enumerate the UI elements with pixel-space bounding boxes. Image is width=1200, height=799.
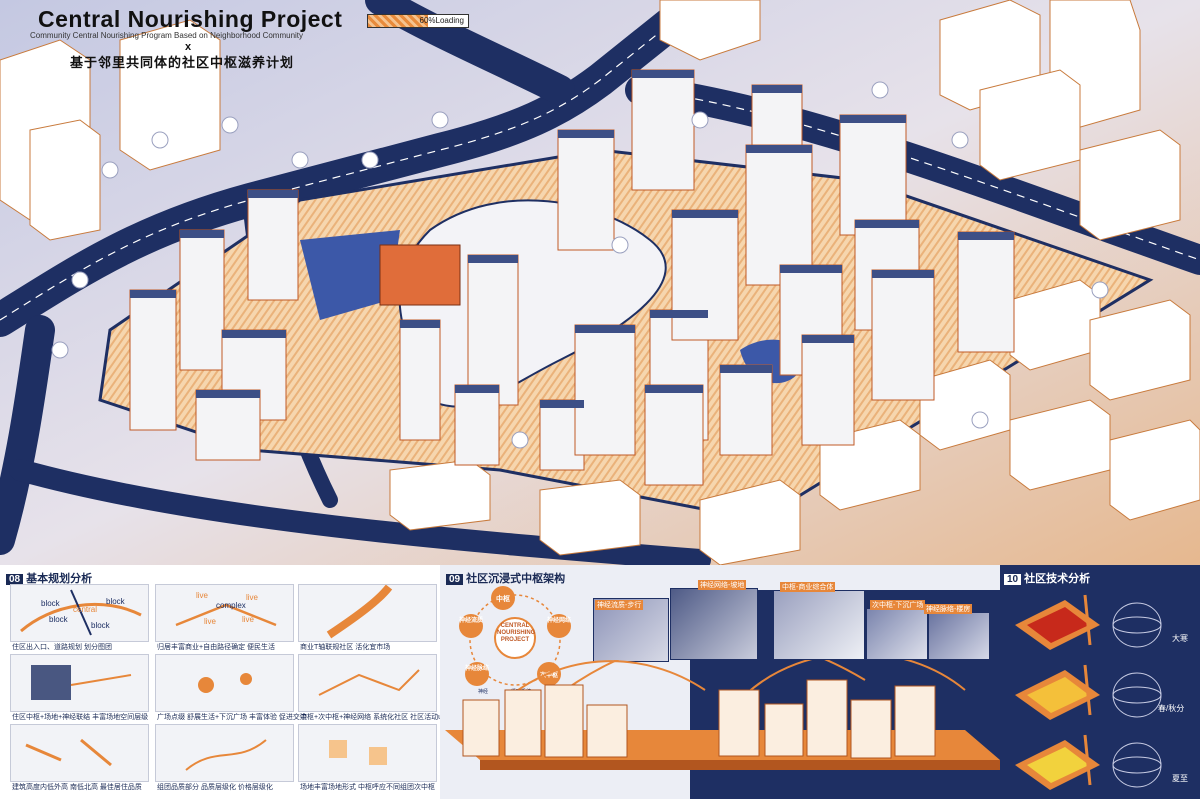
grid-cell-7 — [10, 724, 149, 782]
node-right: 神经网络 — [547, 618, 572, 624]
section-09-heading: 社区沉浸式中枢架构 — [466, 573, 566, 585]
grid-cell-9 — [298, 724, 437, 782]
grid-cell-4 — [10, 654, 149, 712]
commercial-podium — [379, 244, 461, 306]
concept-diagram — [459, 586, 571, 686]
photo-label-4: 次中枢-下沉广场 — [870, 600, 926, 610]
section-10-heading: 社区技术分析 — [1024, 573, 1091, 585]
photo-label-3: 中枢-商业综合体 — [780, 582, 836, 592]
caption-3: 商业T轴联规社区 活化宜市场 — [300, 644, 391, 651]
grid-cell-3 — [298, 584, 437, 642]
word-block-3: block — [49, 615, 68, 624]
loading-bar: 60%Loading — [367, 14, 469, 28]
word-block-1: block — [41, 599, 60, 608]
season-label-summer: 夏至 — [1172, 774, 1188, 783]
node-bottom-left: 神经脉络 — [465, 666, 490, 672]
node-left: 神经流质 — [459, 618, 484, 624]
water-feature — [300, 230, 400, 320]
grid-cell-5 — [155, 654, 294, 712]
section-09-number: 09 — [446, 574, 464, 585]
photo-2 — [670, 588, 758, 660]
heatmap-winter — [1015, 594, 1100, 650]
word-live-1: live — [196, 591, 209, 600]
node-top: 中枢 — [496, 596, 510, 603]
caption-1: 住区出入口、道路规划 划分图团 — [12, 644, 112, 651]
caption-6: 中枢+次中枢+神经网络 系统化社区 社区活动up — [300, 714, 446, 721]
photo-4 — [866, 608, 928, 660]
sun-analysis — [1015, 594, 1162, 790]
heatmap-summer — [1015, 734, 1100, 790]
grid-cell-6 — [298, 654, 437, 712]
residential-towers — [129, 69, 1015, 486]
section-08-number: 08 — [6, 574, 24, 585]
trees — [51, 81, 1109, 449]
grid-cell-2: live complex live live live — [155, 584, 294, 642]
season-label-winter: 大寒 — [1172, 634, 1188, 643]
page-subtitle: Community Central Nourishing Program Bas… — [30, 31, 304, 40]
node-small-left: 神经 — [478, 689, 489, 695]
heatmap-equinox — [1015, 664, 1100, 720]
context-buildings — [0, 0, 1200, 565]
loading-bar-fill — [368, 15, 428, 27]
word-central: central — [73, 605, 98, 614]
season-label-equinox: 春/秋分 — [1158, 704, 1185, 713]
collab-x-mark: x — [185, 41, 192, 53]
photo-label-1: 神经流质-步行 — [595, 600, 644, 610]
photo-5 — [928, 612, 990, 660]
page-title-cn: 基于邻里共同体的社区中枢滋养计划 — [70, 55, 295, 70]
caption-2: 归居丰富商业+自由路径确定 便民生活 — [157, 644, 276, 651]
caption-7: 建筑高度内低外高 南低北高 最佳居住品质 — [12, 784, 142, 791]
node-bottom-right: 次中枢 — [539, 673, 558, 679]
caption-4: 住区中枢+场地+神经联结 丰富场地空间层级 — [12, 714, 149, 721]
node-center: CENTRAL NOURISHING PROJECT — [497, 623, 536, 643]
photo-label-5: 神经脉络-楼房 — [924, 604, 973, 614]
page-title: Central Nourishing Project — [38, 6, 343, 32]
word-live-2: live — [246, 593, 259, 602]
photo-label-2: 神经网络-坡地 — [698, 580, 747, 590]
sun-path-domes — [1112, 602, 1162, 788]
grid-cell-1: block central block block block — [10, 584, 149, 642]
section-10-number: 10 — [1004, 574, 1022, 585]
aerial-plan — [0, 0, 1200, 565]
grid-cell-8 — [155, 724, 294, 782]
word-live-4: live — [242, 615, 255, 624]
caption-5: 广场点缀 舒展生活+下沉广场 丰富体验 促进交流 — [157, 714, 307, 721]
word-live-3: live — [204, 617, 217, 626]
word-block-4: block — [91, 621, 110, 630]
section-09-model — [445, 660, 1000, 770]
word-complex: complex — [216, 601, 246, 610]
word-block-2: block — [106, 597, 125, 606]
photo-3 — [773, 590, 865, 660]
section-08-heading: 基本规划分析 — [26, 573, 93, 585]
loading-label: 60%Loading — [419, 16, 464, 25]
caption-8: 组团品质部分 品质层级化 价格层级化 — [157, 784, 273, 791]
caption-9: 场地丰富场地形式 中枢呼应不同组团次中枢 — [300, 784, 435, 791]
